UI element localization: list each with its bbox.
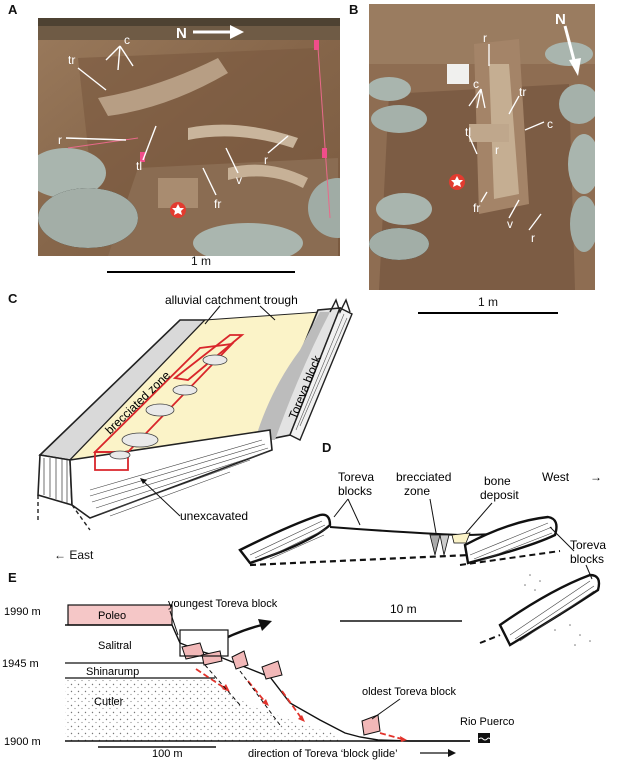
elev-1900: 1900 m — [4, 736, 41, 748]
toreva-blocks-right-1: Toreva — [570, 538, 606, 552]
elev-1945: 1945 m — [2, 658, 39, 670]
panel-e-label: E — [8, 570, 17, 585]
panel-b: B N — [345, 0, 620, 320]
annotation-c-b: c — [473, 77, 479, 91]
profile-e: 1990 m 1945 m 1900 m Poleo Salitral Shin… — [2, 598, 514, 760]
annotation-tr-a: tr — [68, 53, 75, 67]
unexcavated-label: unexcavated — [180, 509, 248, 523]
scale-label-e: 100 m — [152, 748, 183, 760]
east-label: ← East — [54, 548, 93, 562]
annotation-tl-b: tl — [465, 125, 471, 139]
bone-deposit-label-2: deposit — [480, 488, 519, 502]
annotation-r2-b: r — [495, 143, 499, 157]
rio-puerco-label: Rio Puerco — [460, 716, 514, 728]
annotation-v-a: v — [236, 173, 242, 187]
west-arrow-icon: → — [590, 470, 602, 484]
oldest-label: oldest Toreva block — [362, 686, 456, 698]
annotation-fr-b: fr — [473, 201, 480, 215]
annotation-r-a: r — [58, 133, 62, 147]
east-arrow-icon: ← — [54, 548, 70, 562]
brecciated-label-d-1: brecciated — [396, 470, 451, 484]
shinarump-label: Shinarump — [86, 666, 139, 678]
panel-d-label: D — [322, 440, 332, 455]
trough-label: alluvial catchment trough — [165, 293, 298, 307]
poleo-label: Poleo — [98, 610, 126, 622]
annotation-tr-b: tr — [519, 85, 526, 99]
north-label-b: N — [555, 11, 566, 28]
cutler-label: Cutler — [94, 696, 124, 708]
panel-b-label: B — [349, 2, 359, 17]
north-label-a: N — [176, 25, 187, 42]
block-diagram-c: alluvial catchment trough brecciated zon… — [37, 293, 353, 531]
annotation-c2-b: c — [547, 117, 553, 131]
cross-section-d: Toreva blocks brecciated zone bone depos… — [238, 470, 606, 647]
annotation-c-a: c — [124, 33, 130, 47]
annotation-v-b: v — [507, 217, 513, 231]
direction-label: direction of Toreva ‘block glide’ — [248, 748, 398, 760]
scale-label-a: 1 m — [190, 254, 211, 268]
water-icon — [478, 733, 490, 743]
panel-c-label: C — [8, 291, 18, 306]
scale-bar-a — [107, 271, 295, 273]
toreva-blocks-left-1: Toreva — [338, 470, 374, 484]
annotation-r-b: r — [483, 31, 487, 45]
youngest-label: youngest Toreva block — [168, 598, 278, 610]
scale-bar-b — [418, 312, 558, 314]
scale-label-b: 1 m — [477, 295, 498, 309]
bone-deposit-label-1: bone — [484, 474, 511, 488]
elev-1990: 1990 m — [4, 606, 41, 618]
excavation-photo-b: N r c tr c tl r fr — [369, 4, 595, 290]
excavation-photo-a: N c tr r tl fr v r — [38, 18, 340, 256]
toreva-blocks-right-2: blocks — [570, 552, 604, 566]
annotation-fr-a: fr — [214, 197, 221, 211]
brecciated-label-d-2: zone — [404, 484, 430, 498]
toreva-blocks-left-2: blocks — [338, 484, 372, 498]
panel-a: A — [0, 0, 345, 285]
west-label: West — [542, 470, 570, 484]
east-text: East — [69, 548, 94, 562]
scale-label-d: 10 m — [390, 602, 417, 616]
annotation-tl-a: tl — [136, 159, 142, 173]
annotation-r3-b: r — [531, 231, 535, 245]
salitral-label: Salitral — [98, 640, 132, 652]
annotation-r2-a: r — [264, 153, 268, 167]
panel-a-label: A — [8, 2, 18, 17]
